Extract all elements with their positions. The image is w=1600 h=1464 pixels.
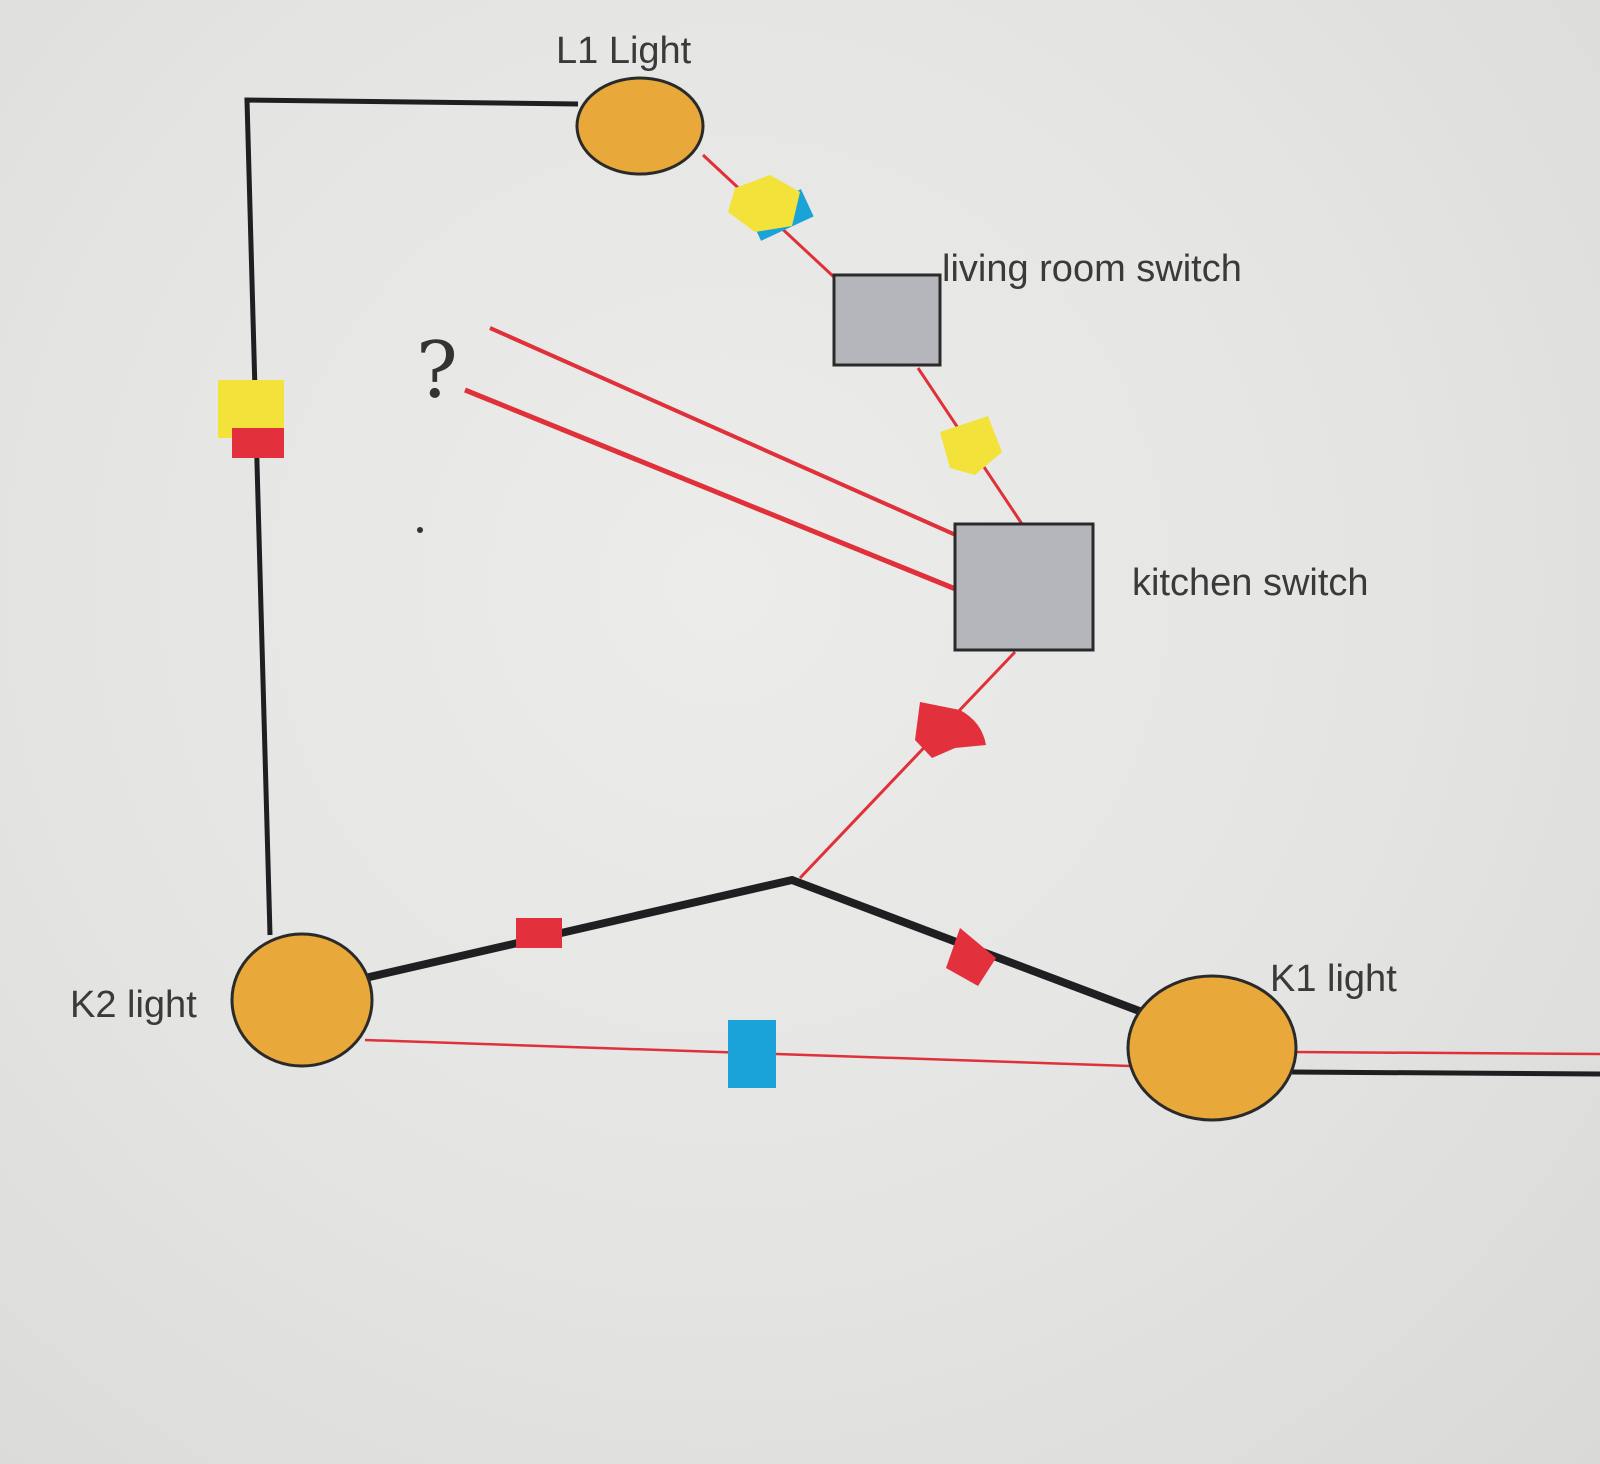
tape-marker-left-black-wire	[218, 380, 284, 458]
tape-marker-kitchen-feed	[940, 416, 1002, 475]
black-wire-k1-outgoing	[1291, 1069, 1600, 1077]
living-room-switch-box	[832, 273, 942, 367]
tape-marker-l1-wire	[728, 175, 814, 241]
l1-light-circle	[575, 76, 705, 176]
living-room-switch-label: living room switch	[942, 248, 1242, 290]
k2-light-circle	[230, 932, 374, 1068]
tape-marker-black-left	[516, 918, 562, 948]
kitchen-switch-box	[953, 522, 1095, 652]
red-wire-k1-outgoing	[1291, 1050, 1600, 1056]
tape-marker-junction-red	[915, 702, 986, 758]
speck	[417, 527, 423, 533]
k1-light-label: K1 light	[1270, 958, 1397, 1000]
l1-light-label: L1 Light	[556, 30, 692, 72]
tape-marker-bottom-red	[728, 1020, 776, 1088]
red-wire-unknown-upper	[489, 326, 959, 538]
k1-light-circle	[1126, 974, 1298, 1122]
red-wire-kitchen-switch-to-junction	[798, 650, 1017, 880]
red-wire-unknown-lower	[464, 387, 959, 593]
unknown-connection-mark: ?	[416, 326, 458, 416]
k2-light-label: K2 light	[70, 984, 197, 1026]
black-wire-k2-k1-junction	[364, 875, 1144, 1016]
tape-marker-black-right	[946, 928, 996, 986]
kitchen-switch-label: kitchen switch	[1132, 562, 1369, 604]
black-wire-k2-to-l1	[244, 97, 579, 936]
